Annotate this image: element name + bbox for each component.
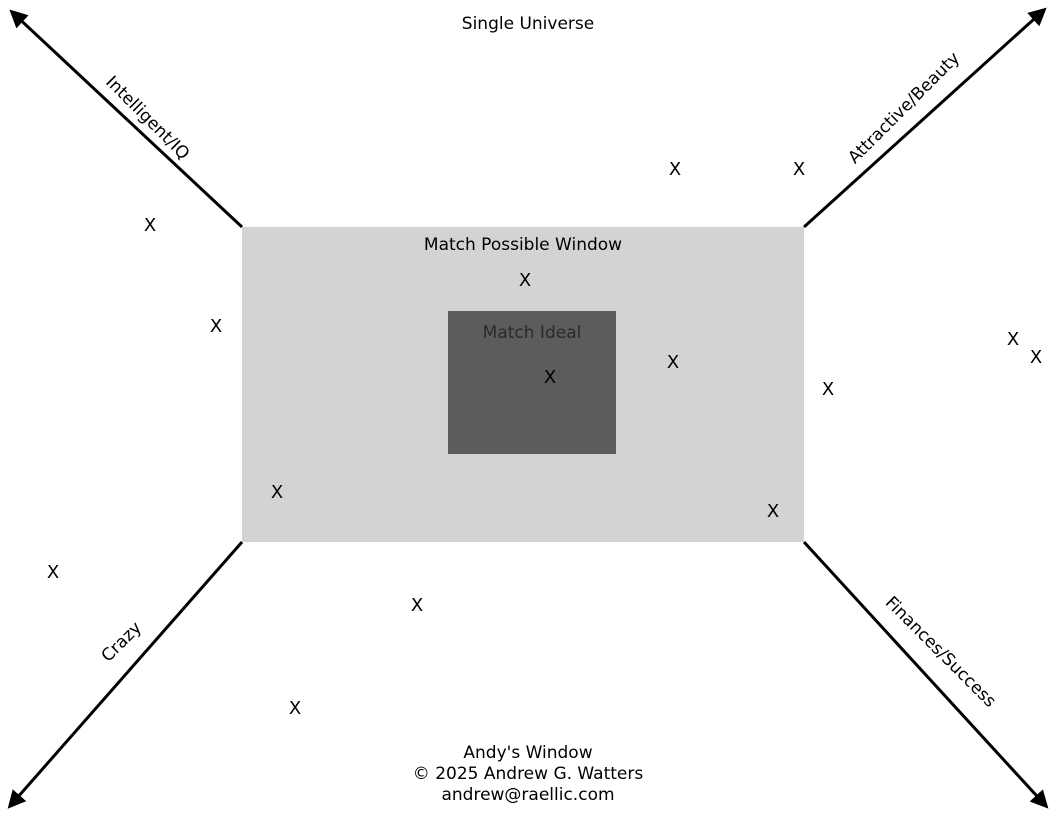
diagram-title: Single Universe bbox=[461, 14, 595, 34]
footer-email: andrew@raellic.com bbox=[441, 785, 615, 805]
candidate-marker: X bbox=[410, 595, 424, 616]
candidate-marker: X bbox=[143, 215, 157, 236]
candidate-marker: X bbox=[270, 482, 284, 503]
match-ideal-label: Match Ideal bbox=[482, 323, 582, 343]
match-possible-window-label: Match Possible Window bbox=[423, 235, 623, 255]
axis-arrow-finances bbox=[802, 540, 1049, 809]
candidate-marker: X bbox=[288, 698, 302, 719]
match-ideal-box bbox=[448, 311, 616, 454]
candidate-marker: X bbox=[821, 379, 835, 400]
candidate-marker: X bbox=[1006, 329, 1020, 350]
axis-arrow-intelligent bbox=[9, 9, 244, 229]
candidate-marker: X bbox=[668, 159, 682, 180]
candidate-marker: X bbox=[766, 501, 780, 522]
candidate-marker: X bbox=[1029, 347, 1043, 368]
candidate-marker: X bbox=[543, 367, 557, 388]
candidate-marker: X bbox=[46, 562, 60, 583]
footer: Andy's Window © 2025 Andrew G. Watters a… bbox=[0, 743, 1056, 806]
candidate-marker: X bbox=[209, 316, 223, 337]
footer-copyright: © 2025 Andrew G. Watters bbox=[412, 764, 644, 784]
axis-arrow-attractive bbox=[802, 7, 1047, 229]
candidate-marker: X bbox=[666, 352, 680, 373]
candidate-marker: X bbox=[518, 270, 532, 291]
footer-title: Andy's Window bbox=[463, 743, 593, 763]
axis-arrow-crazy bbox=[7, 541, 244, 809]
candidate-marker: X bbox=[792, 159, 806, 180]
